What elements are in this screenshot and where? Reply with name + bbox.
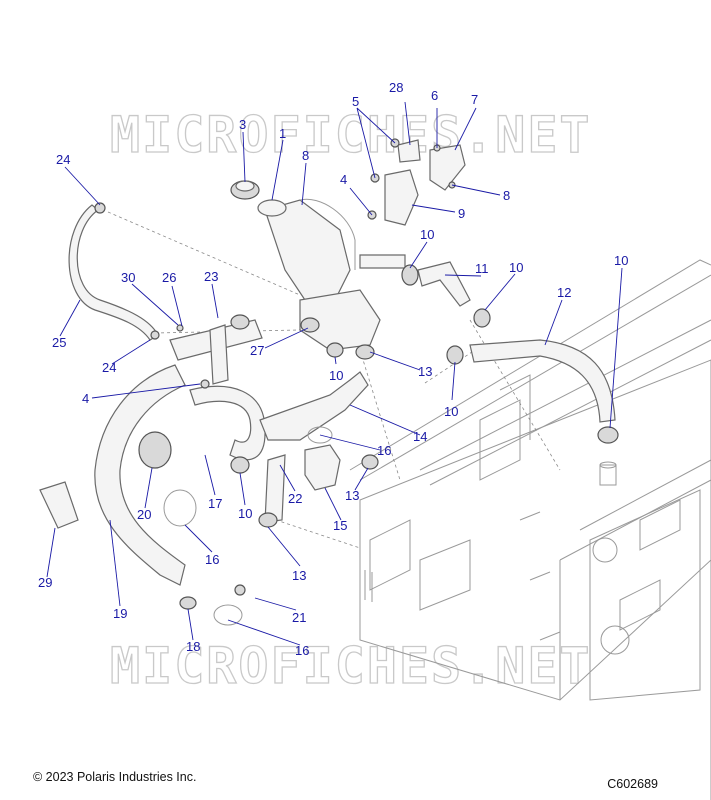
elbow-29: [39, 481, 79, 529]
callout-29: 29: [38, 575, 52, 590]
callout-16b: 16: [205, 552, 219, 567]
callout-13c: 13: [292, 568, 306, 583]
callout-24a: 24: [56, 152, 70, 167]
drawing-number: C602689: [607, 777, 658, 791]
callout-13b: 13: [345, 488, 359, 503]
housing-20: [138, 431, 172, 469]
callout-24b: 24: [102, 360, 116, 375]
callout-labels: 1 3 8 4 4 5 6 7 8 9 10 10 10 10 10 10 11…: [38, 80, 628, 658]
hose-14: [259, 371, 369, 441]
callout-26: 26: [162, 270, 176, 285]
watermark-top: MICROFICHES.NET: [110, 106, 592, 164]
callout-13a: 13: [418, 364, 432, 379]
callout-10c: 10: [614, 253, 628, 268]
callout-7: 7: [471, 92, 478, 107]
hose-clamps: [179, 264, 619, 610]
callout-21: 21: [292, 610, 306, 625]
callout-8: 8: [503, 188, 510, 203]
callout-15: 15: [333, 518, 347, 533]
callout-27: 27: [250, 343, 264, 358]
leader-lines: [46, 101, 623, 646]
watermark-bottom: MICROFICHES.NET: [110, 637, 592, 695]
callout-30: 30: [121, 270, 135, 285]
fitting-15: [304, 444, 341, 491]
callout-16c: 16: [295, 643, 309, 658]
clamp-16: [163, 426, 333, 626]
water-manifold: [169, 314, 263, 385]
callout-10d: 10: [444, 404, 458, 419]
callout-5: 5: [352, 94, 359, 109]
callout-25: 25: [52, 335, 66, 350]
callout-14: 14: [413, 429, 427, 444]
hose-22: [264, 454, 286, 523]
copyright-text: © 2023 Polaris Industries Inc.: [33, 770, 197, 784]
callout-3: 8: [302, 148, 309, 163]
callout-20: 20: [137, 507, 151, 522]
coolant-reservoir: [257, 198, 406, 351]
callout-10f: 10: [238, 506, 252, 521]
callout-19: 19: [113, 606, 127, 621]
hose-17: [189, 385, 266, 461]
hose-11: [417, 261, 471, 307]
callout-12: 12: [557, 285, 571, 300]
callout-11: 11: [475, 261, 489, 276]
callout-2: 3: [239, 117, 246, 132]
bracket: [384, 169, 419, 226]
hose-19: [94, 364, 186, 586]
callout-10b: 10: [509, 260, 523, 275]
callout-22: 22: [288, 491, 302, 506]
callout-10a: 10: [420, 227, 434, 242]
callout-10e: 10: [329, 368, 343, 383]
callout-4b: 4: [82, 391, 89, 406]
callout-18: 18: [186, 639, 200, 654]
callout-16a: 16: [377, 443, 391, 458]
clip-bracket: [397, 139, 421, 163]
callout-17: 17: [208, 496, 222, 511]
reservoir-cap: [230, 180, 260, 200]
callout-1: 1: [279, 126, 286, 141]
chassis-frame: [349, 259, 711, 800]
callout-9: 9: [458, 206, 465, 221]
hose-25: [68, 204, 159, 341]
callout-4a: 4: [340, 172, 347, 187]
callout-6: 6: [431, 88, 438, 103]
mount-bracket: [429, 144, 466, 191]
hose-12: [469, 339, 616, 423]
callout-23: 23: [204, 269, 218, 284]
callout-28: 28: [389, 80, 403, 95]
